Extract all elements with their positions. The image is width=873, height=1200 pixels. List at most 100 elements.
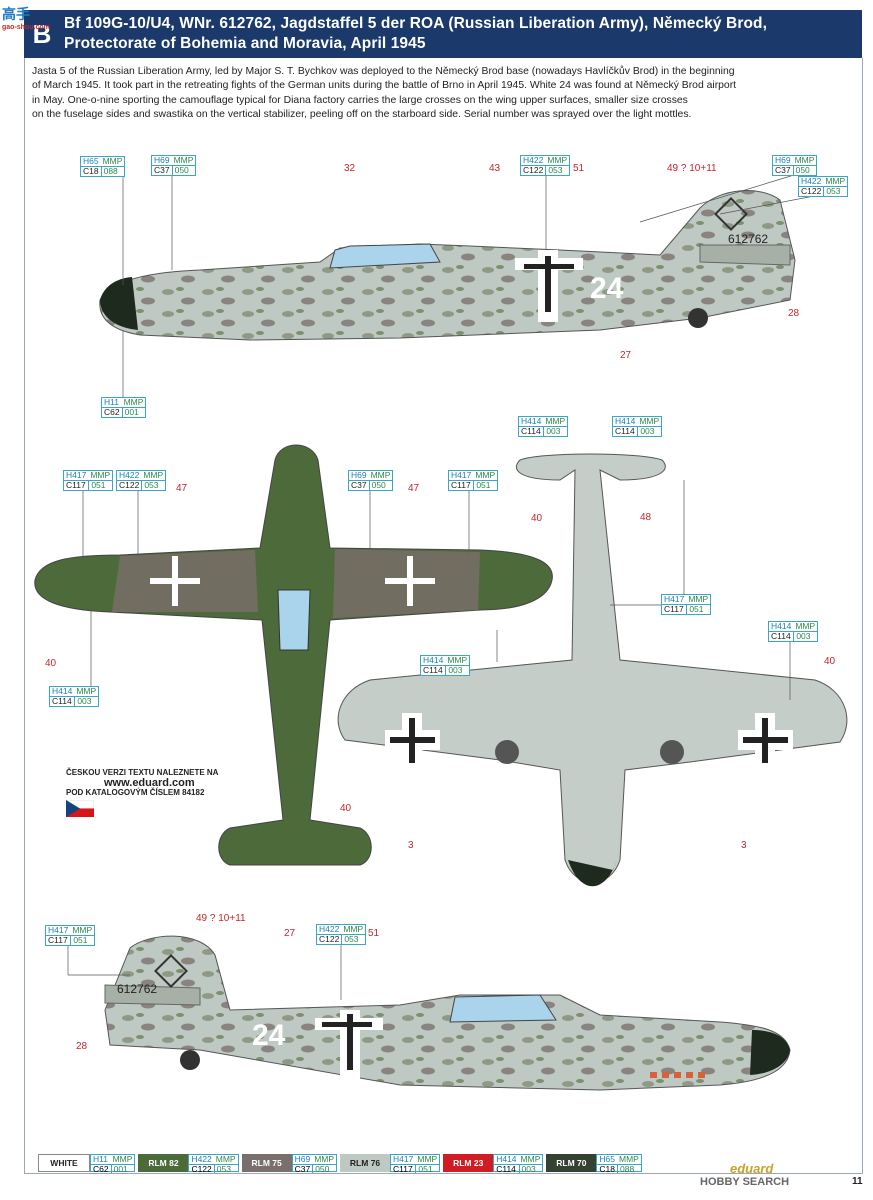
legend-name: RLM 76 <box>340 1154 391 1172</box>
legend-c: C37 <box>292 1163 313 1174</box>
title-line-2: Protectorate of Bohemia and Moravia, Apr… <box>64 35 426 52</box>
legend-name: RLM 75 <box>241 1154 292 1172</box>
callout-c: C114 <box>769 631 794 641</box>
legend-h: H69 <box>294 1154 311 1164</box>
callout-mmp: MMP <box>72 925 93 935</box>
callout-h: H422 <box>523 155 544 165</box>
title-banner: B Bf 109G-10/U4, WNr. 612762, Jagdstaffe… <box>24 10 862 58</box>
decal-number: 49 ? 10+11 <box>667 163 717 174</box>
site-watermark-logo: 高手 gao-shou.com <box>2 4 50 31</box>
callout-h: H417 <box>66 470 87 480</box>
decal-number: 28 <box>76 1041 88 1052</box>
callout-h: H422 <box>319 924 340 934</box>
callout-c: C122 <box>799 186 824 196</box>
decal-number: 40 <box>45 658 57 669</box>
legend-name: RLM 23 <box>443 1154 494 1172</box>
callout-h: H69 <box>775 155 791 165</box>
profile-letter-badge: B <box>32 18 52 49</box>
callout-h: H417 <box>48 925 69 935</box>
legend-h: H11 <box>93 1154 108 1164</box>
legend-c: C114 <box>494 1163 519 1174</box>
czech-site: www.eduard.com <box>104 777 195 789</box>
callout-n: 003 <box>543 426 568 436</box>
callout-mmp: MMP <box>639 416 660 426</box>
legend-n: 001 <box>110 1163 135 1173</box>
decal-number: 51 <box>368 928 380 939</box>
legend-h: H417 <box>393 1154 414 1164</box>
czech-version-note: ČESKOU VERZI TEXTU NALEZNETE NA www.edua… <box>66 768 218 798</box>
callout-c: C37 <box>773 165 793 175</box>
legend-h: H414 <box>496 1154 517 1164</box>
callout-c: C114 <box>421 665 446 675</box>
callout-mmp: MMP <box>90 470 111 480</box>
callout-c: C37 <box>349 480 369 490</box>
decal-number: 48 <box>640 512 652 523</box>
callout-mmp: MMP <box>545 416 566 426</box>
callout-c: C62 <box>102 407 122 417</box>
legend-mmp: MMP <box>112 1154 133 1164</box>
decal-number: 51 <box>573 163 585 174</box>
callout-n: 003 <box>793 631 818 641</box>
decal-number: 40 <box>340 803 352 814</box>
callout-mmp: MMP <box>547 155 568 165</box>
callout-h: H414 <box>615 416 636 426</box>
callout-h: H11 <box>104 397 119 407</box>
callout-n: 003 <box>637 426 662 436</box>
side-code: 24 <box>590 272 624 305</box>
callout-c: C122 <box>117 480 142 490</box>
callout-c: C122 <box>521 165 546 175</box>
eduard-logo: eduard <box>730 1161 774 1176</box>
callout-h: H417 <box>451 470 472 480</box>
callout-mmp: MMP <box>794 155 815 165</box>
callout-mmp: MMP <box>370 470 391 480</box>
czech-flag-icon <box>66 800 94 817</box>
callout-c: C114 <box>50 696 75 706</box>
legend-c: C117 <box>391 1163 416 1174</box>
callout-h: H414 <box>771 621 792 631</box>
callout-n: 053 <box>823 186 848 196</box>
legend-h: H422 <box>191 1154 212 1164</box>
decal-number: 47 <box>176 483 188 494</box>
legend-c: C122 <box>189 1163 214 1174</box>
callout-mmp: MMP <box>825 176 846 186</box>
side-code-starboard: 24 <box>252 1019 286 1052</box>
callout-mmp: MMP <box>143 470 164 480</box>
callout-c: C37 <box>152 165 172 175</box>
callout-c: C122 <box>317 934 342 944</box>
title-line-1: Bf 109G-10/U4, WNr. 612762, Jagdstaffel … <box>64 15 767 32</box>
callout-h: H417 <box>664 594 685 604</box>
callout-n: 053 <box>141 480 166 490</box>
callout-h: H422 <box>119 470 140 480</box>
czech-line-2: POD KATALOGOVÝM ČÍSLEM 84182 <box>66 788 205 797</box>
callout-n: 050 <box>368 480 393 490</box>
callout-mmp: MMP <box>102 156 123 166</box>
callout-h: H69 <box>351 470 367 480</box>
callout-c: C117 <box>64 480 89 490</box>
legend-name: WHITE <box>38 1154 90 1172</box>
legend-mmp: MMP <box>314 1154 335 1164</box>
callout-n: 050 <box>792 165 817 175</box>
history-line: in May. One-o-nine sporting the camoufla… <box>32 94 688 106</box>
page-number: 11 <box>852 1176 863 1187</box>
logo-sub: gao-shou.com <box>2 24 50 31</box>
serial-number: 612762 <box>728 232 768 246</box>
decal-number: 27 <box>620 350 632 361</box>
history-line: of March 1945. It took part in the retre… <box>32 80 737 92</box>
callout-h: H414 <box>423 655 444 665</box>
callout-mmp: MMP <box>76 686 97 696</box>
legend-n: 050 <box>312 1163 337 1173</box>
